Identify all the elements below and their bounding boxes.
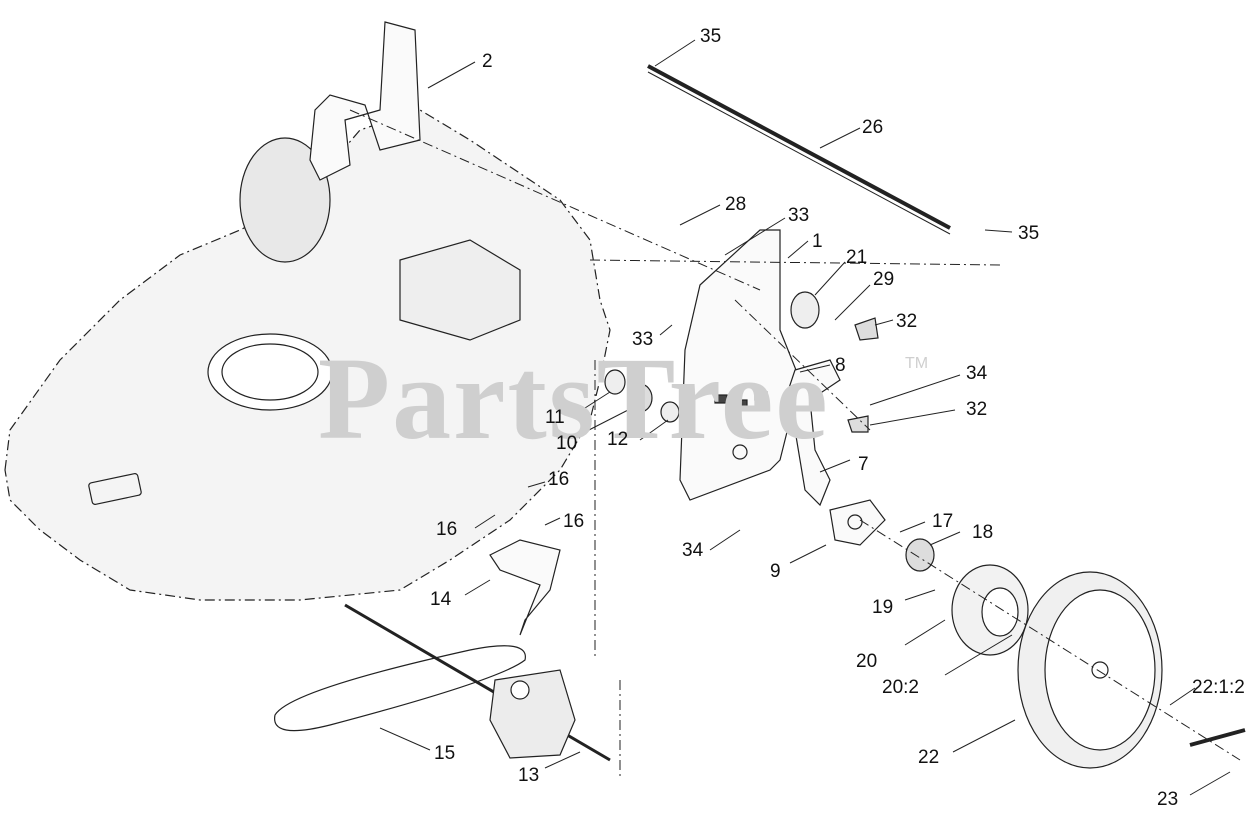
callout-8: 8	[835, 355, 846, 376]
callout-22: 22	[918, 747, 940, 768]
callout-34: 34	[966, 363, 988, 384]
side-plate	[679, 229, 801, 501]
callout-19: 19	[872, 597, 894, 618]
callout-23: 23	[1157, 789, 1179, 810]
callout-28: 28	[725, 194, 747, 215]
rod	[647, 64, 951, 230]
bushing	[790, 291, 820, 329]
callout-32: 32	[966, 399, 988, 420]
trademark-mark: TM	[905, 355, 929, 372]
callout-7: 7	[858, 454, 869, 475]
callout-26: 26	[862, 117, 884, 138]
wheel-shaft-bushing	[627, 383, 653, 413]
callout-29: 29	[873, 269, 895, 290]
pinion-gear	[905, 538, 935, 572]
callout-2: 2	[482, 51, 493, 72]
callout-16: 16	[563, 511, 585, 532]
callout-21: 21	[846, 247, 868, 268]
callout-16: 16	[548, 469, 570, 490]
callout-13: 13	[518, 765, 540, 786]
callout-14: 14	[430, 589, 452, 610]
callout-34: 34	[682, 540, 704, 561]
callout-16: 16	[436, 519, 458, 540]
callout-22-1-2: 22:1:2	[1192, 677, 1245, 698]
callout-20: 20	[856, 651, 878, 672]
cap	[854, 317, 879, 341]
height-lever	[784, 359, 841, 507]
callout-20-2: 20:2	[882, 677, 919, 698]
callout-11: 11	[545, 407, 565, 428]
axle-bolt	[1189, 728, 1246, 747]
watermark: PartsTree	[318, 333, 830, 464]
callout-15: 15	[434, 743, 456, 764]
callout-32: 32	[896, 311, 918, 332]
callout-9: 9	[770, 561, 781, 582]
spacer	[604, 369, 626, 395]
callout-18: 18	[972, 522, 994, 543]
handle-bracket	[309, 21, 421, 181]
drive-shaft	[344, 603, 611, 762]
rear-wheel	[239, 137, 331, 263]
pivot-bracket	[829, 499, 886, 546]
transmission-shield	[489, 539, 561, 636]
transmission	[489, 669, 576, 759]
callout-33: 33	[632, 329, 654, 350]
callout-35: 35	[1018, 223, 1040, 244]
callout-17: 17	[932, 511, 954, 532]
callout-1: 1	[812, 231, 823, 252]
drive-belt	[274, 645, 526, 732]
callout-33: 33	[788, 205, 810, 226]
callout-12: 12	[607, 429, 629, 450]
callout-35: 35	[700, 26, 722, 47]
deck-opening	[207, 333, 333, 411]
callout-10: 10	[556, 433, 578, 454]
